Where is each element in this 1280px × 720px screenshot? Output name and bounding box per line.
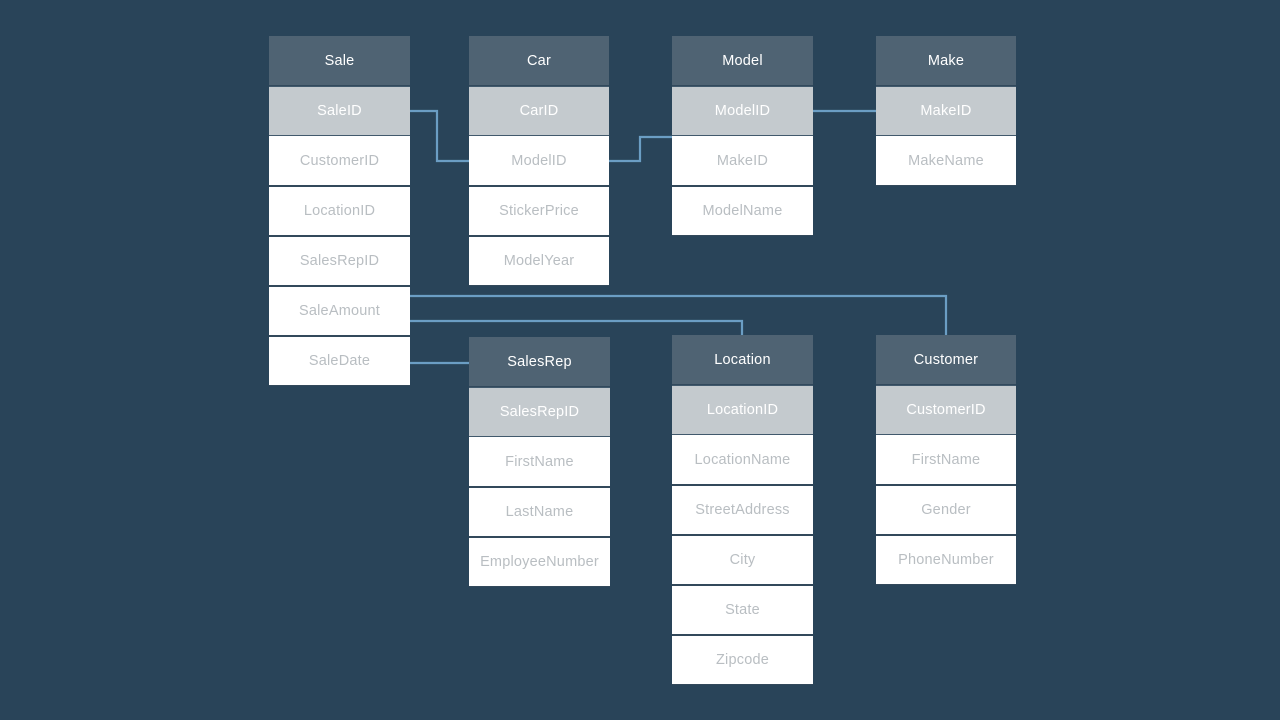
field-saledate[interactable]: SaleDate (269, 336, 410, 386)
entity-header-sale: Sale (269, 36, 410, 86)
field-lastname[interactable]: LastName (469, 487, 610, 537)
entity-header-car: Car (469, 36, 609, 86)
field-makename[interactable]: MakeName (876, 136, 1016, 186)
entity-header-salesrep: SalesRep (469, 337, 610, 387)
entity-header-model: Model (672, 36, 813, 86)
relationship-line-car-model (609, 135, 672, 163)
field-employeenumber[interactable]: EmployeeNumber (469, 537, 610, 587)
relationship-line-sale-customer (410, 294, 948, 336)
field-modelid[interactable]: ModelID (469, 136, 609, 186)
entity-header-make: Make (876, 36, 1016, 86)
field-firstname[interactable]: FirstName (469, 437, 610, 487)
primary-key-field-carid[interactable]: CarID (469, 86, 609, 136)
field-phonenumber[interactable]: PhoneNumber (876, 535, 1016, 585)
field-zipcode[interactable]: Zipcode (672, 635, 813, 685)
entity-header-location: Location (672, 335, 813, 385)
primary-key-field-makeid[interactable]: MakeID (876, 86, 1016, 136)
primary-key-field-modelid[interactable]: ModelID (672, 86, 813, 136)
field-saleamount[interactable]: SaleAmount (269, 286, 410, 336)
field-locationname[interactable]: LocationName (672, 435, 813, 485)
relationship-line-sale-car (410, 109, 469, 163)
primary-key-field-saleid[interactable]: SaleID (269, 86, 410, 136)
primary-key-field-customerid[interactable]: CustomerID (876, 385, 1016, 435)
field-state[interactable]: State (672, 585, 813, 635)
field-streetaddress[interactable]: StreetAddress (672, 485, 813, 535)
field-makeid[interactable]: MakeID (672, 136, 813, 186)
field-locationid[interactable]: LocationID (269, 186, 410, 236)
field-firstname[interactable]: FirstName (876, 435, 1016, 485)
primary-key-field-salesrepid[interactable]: SalesRepID (469, 387, 610, 437)
relationship-line-sale-location (410, 319, 744, 336)
primary-key-field-locationid[interactable]: LocationID (672, 385, 813, 435)
field-customerid[interactable]: CustomerID (269, 136, 410, 186)
field-modelyear[interactable]: ModelYear (469, 236, 609, 286)
field-modelname[interactable]: ModelName (672, 186, 813, 236)
field-salesrepid[interactable]: SalesRepID (269, 236, 410, 286)
field-city[interactable]: City (672, 535, 813, 585)
field-stickerprice[interactable]: StickerPrice (469, 186, 609, 236)
entity-header-customer: Customer (876, 335, 1016, 385)
field-gender[interactable]: Gender (876, 485, 1016, 535)
